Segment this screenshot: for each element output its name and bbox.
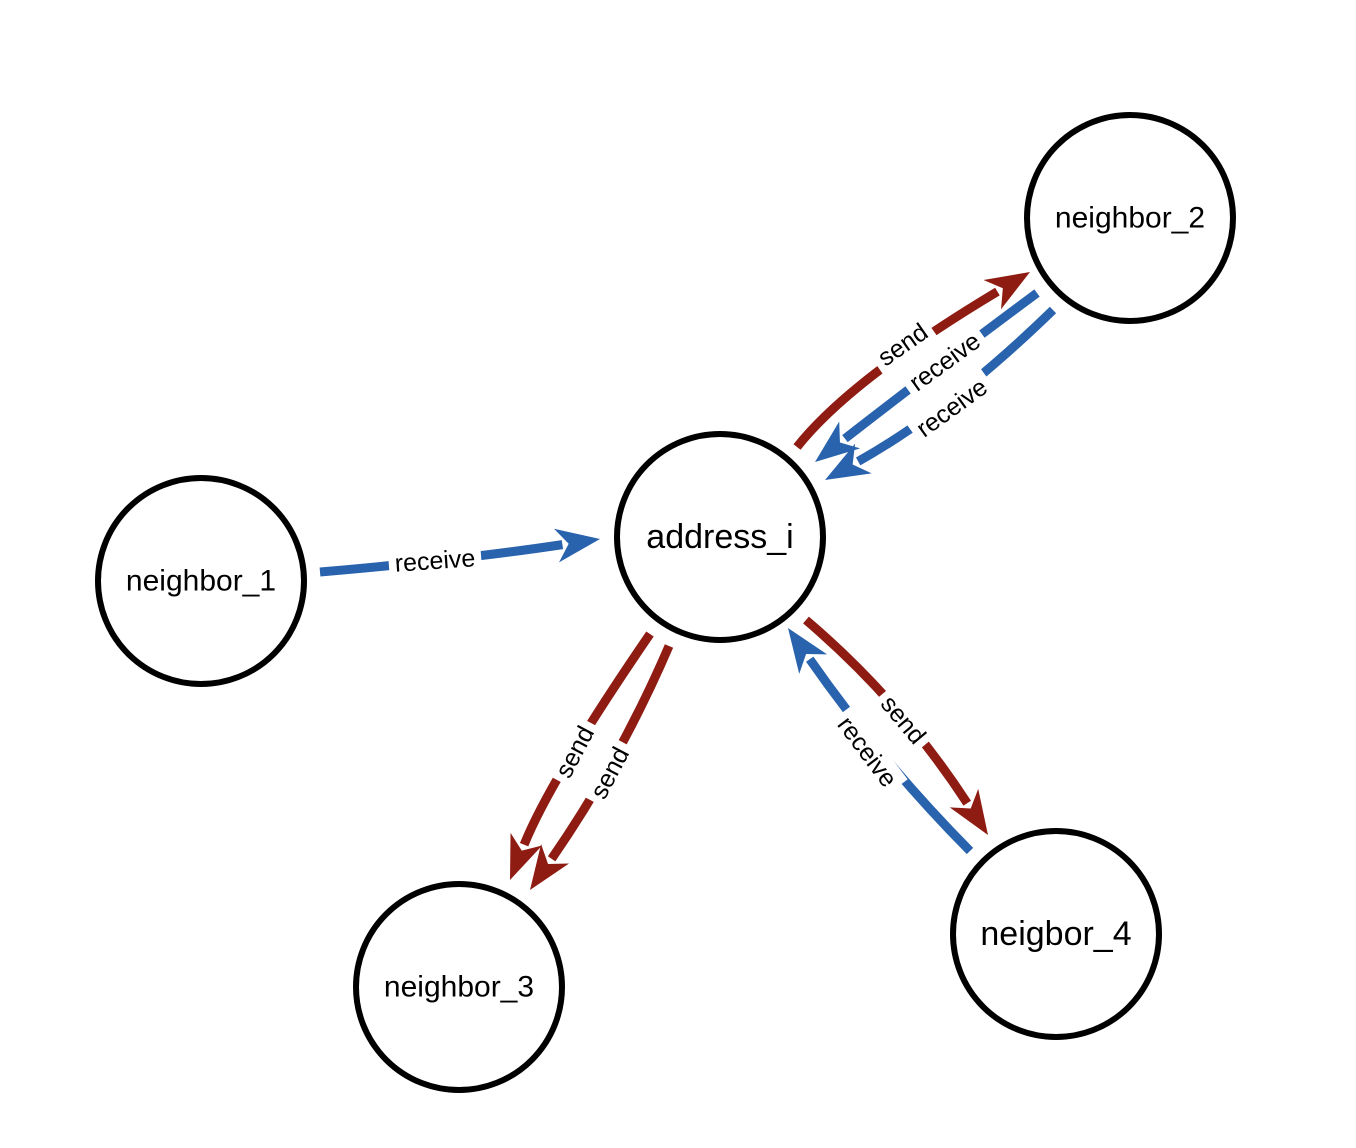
arrowhead-icon [825,443,872,480]
edge-receive-neighbor_1-to-address_i: receive [319,528,600,581]
node-address_i[interactable]: address_i [614,431,826,643]
edge-label-background [866,312,940,378]
arrowhead-icon [510,832,543,880]
arrowhead-icon [815,421,861,462]
node-neighbor_1[interactable]: neighbor_1 [95,475,307,687]
edge-label-background [545,715,605,789]
node-label: neighbor_3 [384,971,534,1004]
node-circle [614,431,826,643]
node-circle [95,475,307,687]
edge-label-background [580,736,640,810]
edge-label-background [898,321,992,403]
edge-label-background [387,541,483,581]
node-label: address_i [646,518,793,556]
arrowhead-icon [949,788,988,835]
node-circle [353,881,565,1093]
edge-label-background [869,684,937,756]
edge-receive-neigbor_4-to-address_i: receive [788,628,974,855]
node-neighbor_2[interactable]: neighbor_2 [1024,112,1236,324]
edge-send-address_i-to-neigbor_4: send [803,616,988,835]
node-neigbor_4[interactable]: neigbor_4 [950,828,1162,1040]
node-circle [950,828,1162,1040]
edge-label-background [826,705,908,799]
arrowhead-icon [788,628,828,674]
nodes-layer: address_i neighbor_1 neighbor_2 neighbor_3 n… [95,112,1236,1093]
node-label: neigbor_4 [980,915,1131,953]
edge-label: receive [394,544,476,578]
node-neighbor_3[interactable]: neighbor_3 [353,881,565,1093]
arrowhead-icon [983,272,1030,310]
node-label: neighbor_2 [1055,202,1205,235]
edge-line [793,287,1000,450]
node-label: neighbor_1 [126,565,276,598]
arrowhead-icon [553,528,600,563]
arrowhead-icon [530,844,570,890]
edge-receive-neighbor_2-to-address_i: receive [825,306,1057,480]
node-circle [1024,112,1236,324]
edge-label-background [905,367,999,449]
